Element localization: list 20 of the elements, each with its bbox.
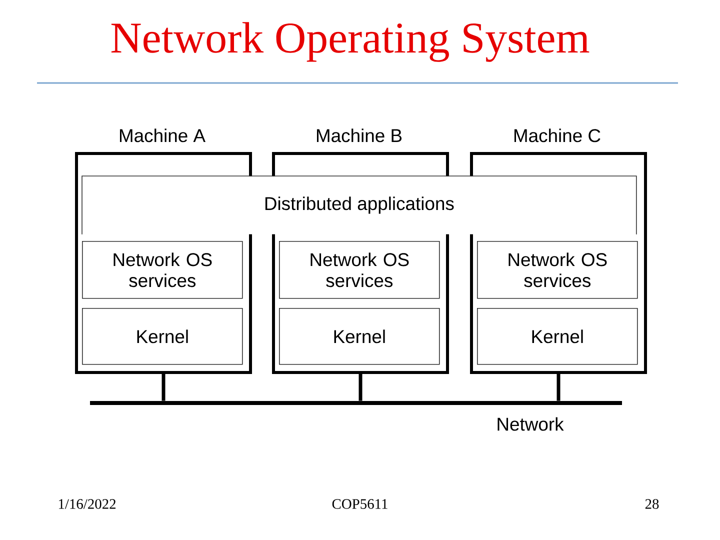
layer-band: Distributed applications (82, 176, 637, 235)
node-label: Distributed applications (265, 196, 454, 214)
node-label: Machine C (514, 128, 600, 142)
node-label: Network (498, 417, 564, 431)
footer-text: 1/16/2022 (58, 499, 116, 509)
network-bus: Network (90, 401, 622, 431)
layer-box: Network OS services (477, 240, 638, 299)
node-label: Machine A (120, 128, 206, 142)
layer-box: Kernel (82, 308, 243, 365)
layer-box: Kernel (477, 308, 638, 365)
layer-box: Network OS services (82, 240, 243, 299)
layer-box: Network OS services (279, 240, 440, 299)
footer-text: COP5611 (332, 499, 388, 509)
footer-text: 28 (645, 499, 659, 509)
node-label: Machine B (316, 128, 402, 142)
connector-line (556, 374, 560, 401)
connector-line (358, 374, 362, 401)
layer-box: Kernel (279, 308, 440, 365)
slide-title: Network Operating System (111, 22, 590, 62)
connector-line (162, 374, 166, 401)
